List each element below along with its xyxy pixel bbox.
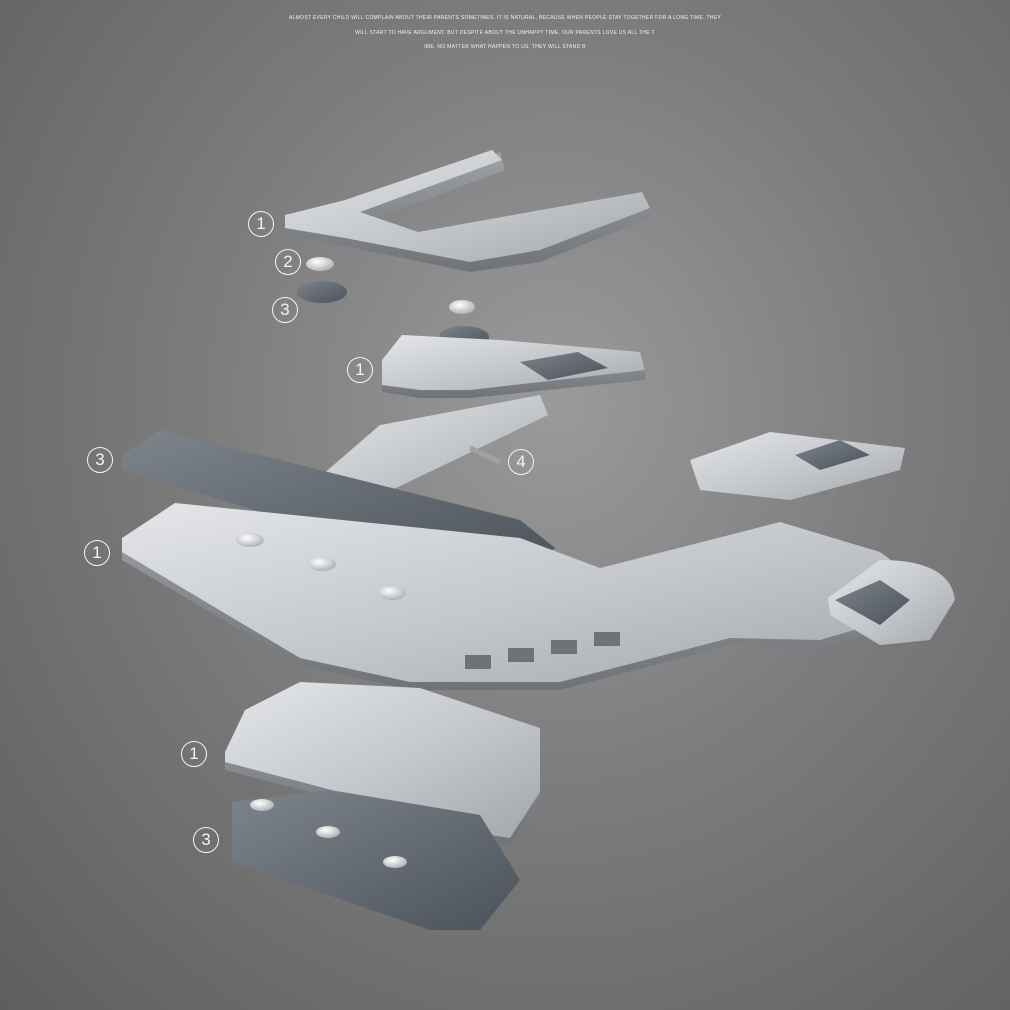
bottom-base (225, 682, 540, 845)
hinge-bracket (382, 335, 645, 398)
part-marker: 3 (272, 297, 298, 323)
part-marker: 2 (275, 249, 301, 275)
round-stud (236, 533, 264, 547)
top-u-frame (285, 150, 650, 272)
part-marker: 4 (508, 449, 534, 475)
round-stud (449, 300, 475, 314)
part-marker: 1 (181, 741, 207, 767)
round-stud (383, 856, 407, 868)
right-hinge-block (690, 432, 905, 500)
round-stud (316, 826, 340, 838)
support-arm (322, 395, 548, 500)
round-stud (308, 557, 336, 571)
bottom-rubber-pad (232, 790, 520, 930)
caption-line-1: ALMOST EVERY CHILD WILL COMPLAIN ABOUT T… (288, 15, 722, 21)
round-stud (250, 799, 274, 811)
part-marker: 1 (347, 357, 373, 383)
pin (468, 445, 502, 465)
part-marker: 3 (87, 447, 113, 473)
part-marker: 1 (84, 540, 110, 566)
main-base-plate (122, 503, 920, 690)
side-clip (828, 560, 955, 645)
caption-line-2: WILL START TO HAVE ARGUMENT. BUT DESPITE… (355, 30, 655, 36)
part-marker: 1 (248, 211, 274, 237)
round-stud (378, 586, 406, 600)
part-marker: 3 (193, 827, 219, 853)
caption-line-3: IME. NO MATTER WHAT HAPPEN TO US, THEY W… (424, 44, 586, 50)
rubber-disc (297, 281, 347, 303)
round-stud (306, 257, 334, 271)
